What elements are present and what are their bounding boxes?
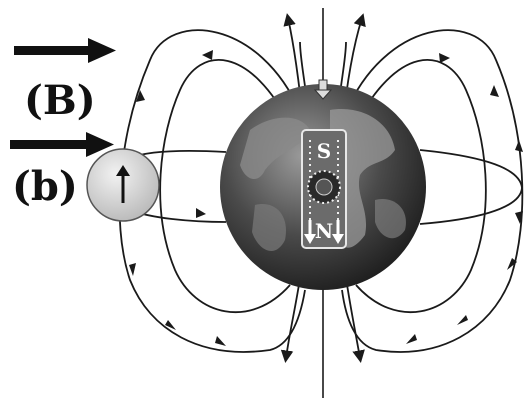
small-field-arrow-icon	[10, 132, 114, 157]
arrow-icon	[439, 53, 450, 63]
arrow-icon	[457, 315, 468, 325]
field-line	[420, 150, 522, 224]
big-field-label: (B)	[24, 77, 96, 124]
core-sun-icon	[308, 171, 340, 203]
pole-north-label: N	[315, 219, 333, 243]
bar-magnet: S N	[302, 130, 346, 248]
arrow-icon	[490, 85, 499, 97]
small-sphere	[87, 149, 159, 221]
arrow-icon	[202, 50, 213, 60]
arrow-icon	[406, 334, 417, 344]
big-field-arrow-icon	[14, 38, 116, 63]
arrow-icon	[196, 208, 206, 218]
arrow-icon	[215, 336, 226, 346]
arrow-icon	[515, 140, 523, 152]
small-field-label: (b)	[12, 163, 78, 210]
arrow-icon	[129, 263, 136, 276]
pole-south-label: S	[317, 139, 331, 163]
